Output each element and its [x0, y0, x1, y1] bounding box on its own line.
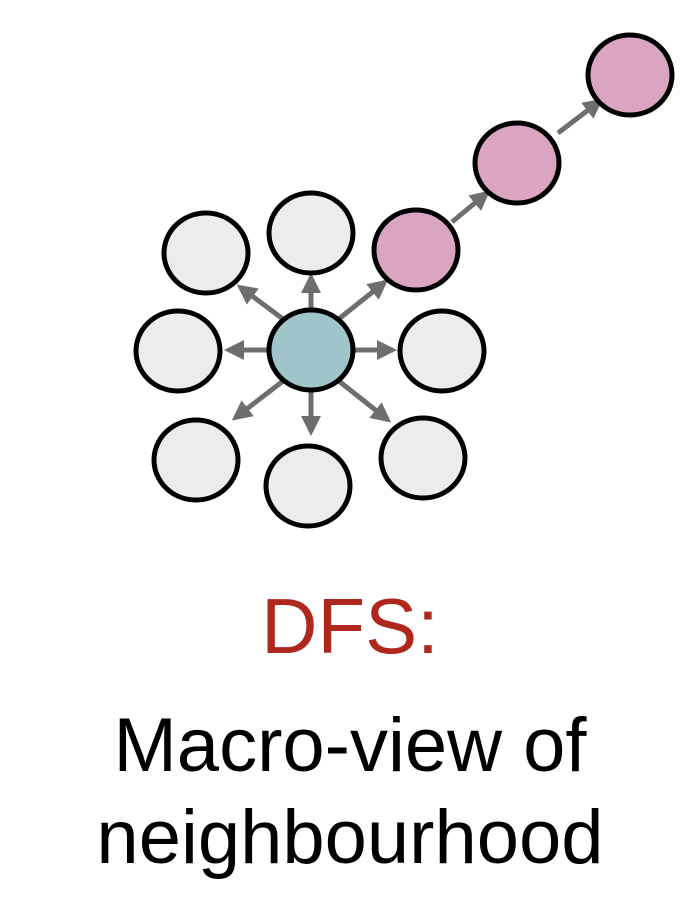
caption-line-1: Macro-view of — [113, 703, 587, 788]
node-left — [133, 308, 223, 394]
edge-center-bottom-right — [333, 376, 392, 423]
node-top — [266, 190, 356, 276]
edge-center-path-1 — [333, 279, 389, 324]
node-path-2 — [472, 120, 562, 206]
node-center — [266, 307, 356, 393]
edge-path-1-path-2 — [450, 190, 491, 224]
edge-center-bottom-left — [231, 376, 289, 421]
node-path-1 — [371, 207, 461, 293]
edges — [224, 98, 604, 436]
diagram-title: DFS: — [261, 582, 439, 670]
node-bottom — [263, 443, 353, 529]
node-bottom-right — [378, 415, 468, 501]
edge-path-2-path-3 — [556, 98, 604, 135]
diagram-caption: Macro-view of neighbourhood — [0, 700, 700, 884]
node-right — [397, 308, 487, 394]
dfs-graph-diagram — [133, 32, 675, 529]
edge-center-top-left — [236, 284, 289, 325]
node-top-left — [161, 210, 251, 296]
node-path-3 — [585, 32, 675, 118]
caption-line-2: neighbourhood — [96, 795, 604, 880]
node-bottom-left — [151, 417, 241, 503]
